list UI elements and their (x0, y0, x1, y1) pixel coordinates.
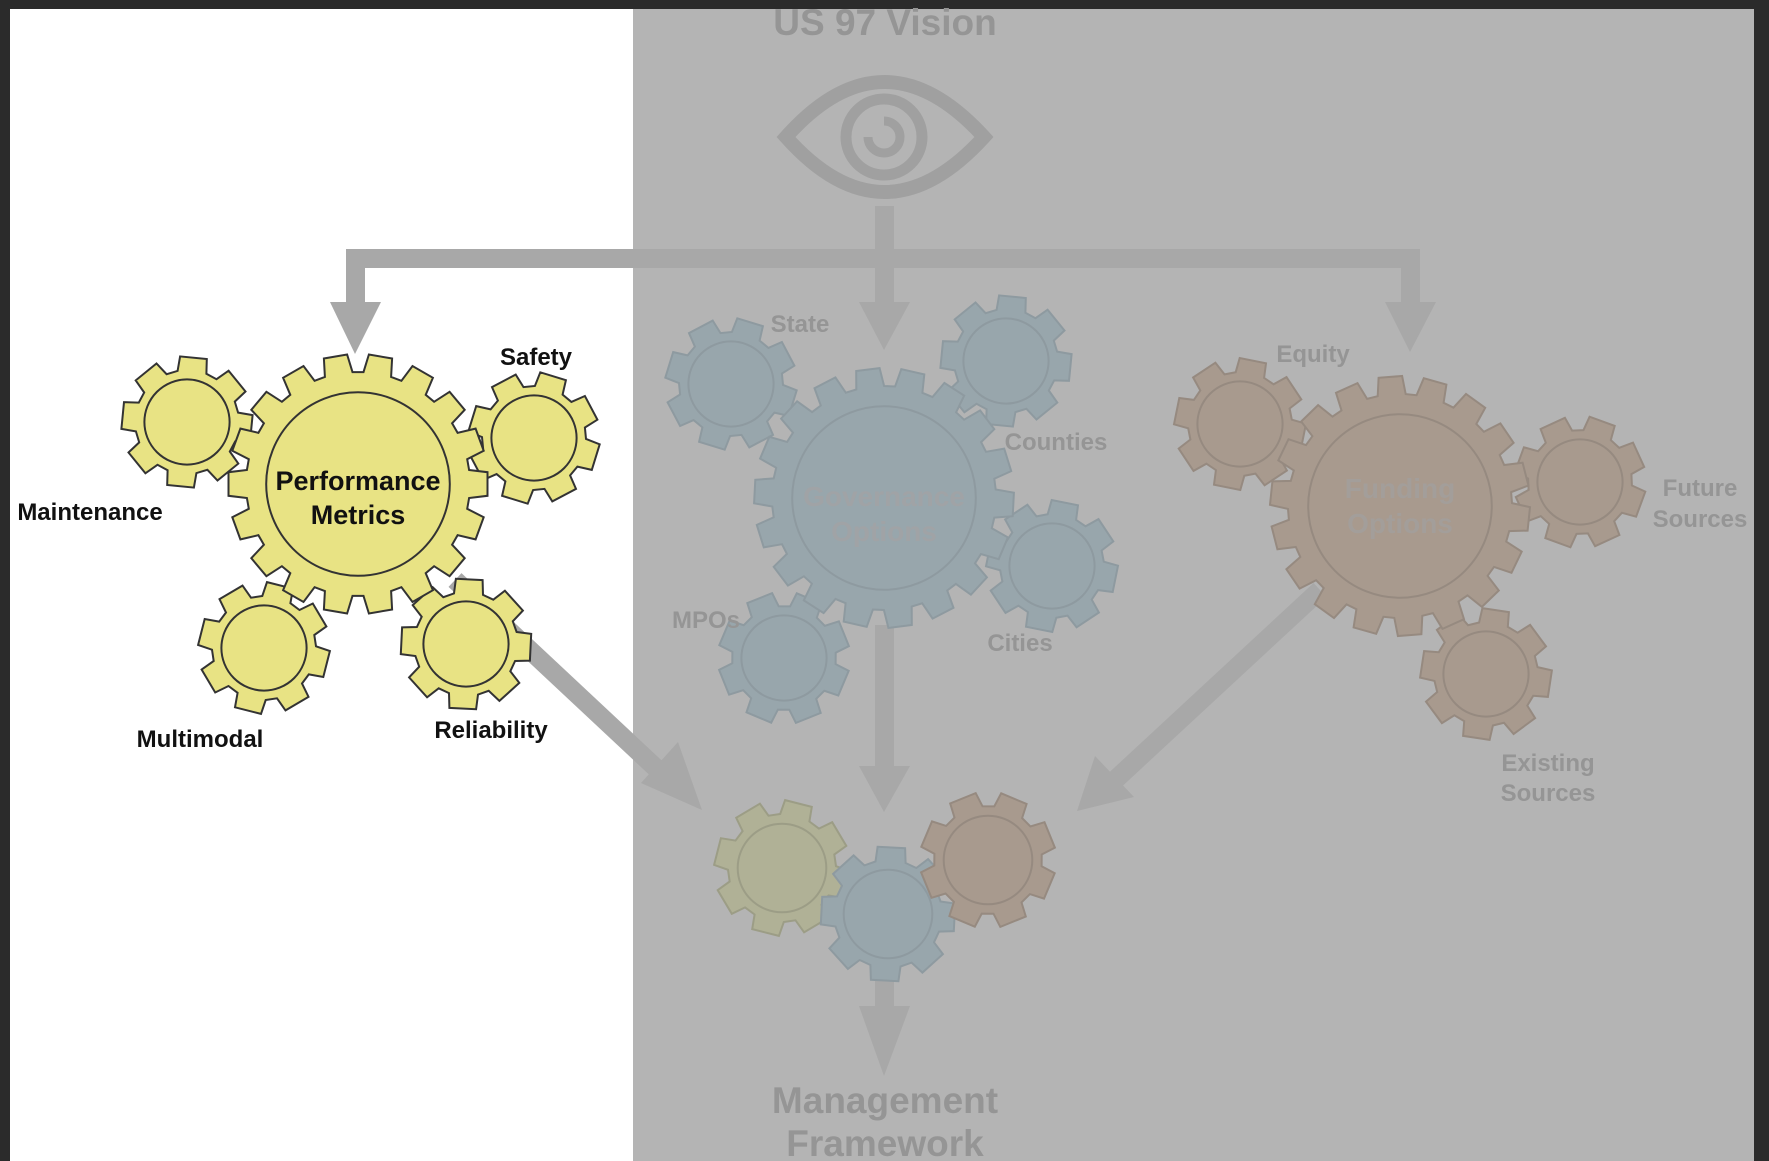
gear-counties-icon (939, 294, 1073, 428)
hub-funding-line2: Options (1347, 508, 1453, 539)
arrow-center-head (859, 302, 910, 350)
dim-overlay (633, 9, 1754, 1161)
gear-multimodal-icon (196, 580, 332, 716)
arrow-left-stem (346, 249, 365, 304)
diagram-title: US 97 Vision (773, 2, 996, 43)
label-equity: Equity (1276, 341, 1350, 368)
gear-cities-icon (984, 498, 1120, 634)
gear-safety-icon (467, 371, 601, 505)
arrow-governance-stem (875, 625, 894, 770)
gear-framework-blue-icon (819, 845, 957, 983)
label-existing-sources-line2: Sources (1501, 780, 1596, 807)
label-safety: Safety (500, 344, 573, 371)
arrow-funding-head (1077, 756, 1134, 811)
label-future-sources-line1: Future (1663, 475, 1738, 502)
arrow-right-head (1385, 302, 1436, 352)
arrow-funding-line (1108, 583, 1327, 787)
hub-performance-line2: Metrics (311, 500, 406, 530)
eye-icon (776, 75, 994, 199)
arrow-right-stem (1401, 249, 1420, 304)
hub-governance-line1: Governance (803, 481, 965, 512)
arrow-stem-vision (875, 206, 894, 254)
gear-state-icon (664, 317, 798, 451)
gear-performance-hub-icon (227, 353, 489, 615)
label-maintenance: Maintenance (17, 499, 162, 526)
hub-performance-line1: Performance (275, 466, 440, 496)
gear-equity-icon (1172, 356, 1308, 492)
gear-governance-hub-icon (753, 366, 1015, 630)
label-future-sources-line2: Sources (1653, 506, 1748, 533)
arrow-performance-head (641, 742, 702, 810)
gear-mpos-icon (717, 591, 851, 725)
arrow-governance-head (859, 766, 910, 812)
label-state: State (771, 311, 830, 338)
hub-funding-line1: Funding (1345, 473, 1455, 504)
arrow-left-head (330, 302, 381, 354)
hub-governance-line2: Options (831, 516, 937, 547)
gear-maintenance-icon (120, 355, 254, 489)
gear-framework-brown-icon (919, 791, 1057, 929)
gear-framework-olive-icon (712, 798, 852, 938)
gear-existing-sources-icon (1418, 606, 1554, 742)
gear-future-sources-icon (1513, 415, 1647, 549)
gear-funding-hub-icon (1268, 374, 1532, 638)
arrow-center-stem (875, 249, 894, 304)
label-cities: Cities (987, 630, 1052, 657)
label-counties: Counties (1005, 429, 1108, 456)
label-existing-sources-line1: Existing (1501, 750, 1594, 777)
bottom-title-line1: Management (772, 1080, 998, 1121)
label-multimodal: Multimodal (137, 726, 264, 753)
gear-reliability-icon (399, 577, 533, 711)
label-mpos: MPOs (672, 607, 740, 634)
bottom-title-line2: Framework (786, 1123, 984, 1161)
label-reliability: Reliability (434, 717, 548, 744)
arrow-bottom-head (859, 1006, 910, 1076)
gears-group (120, 294, 1647, 983)
